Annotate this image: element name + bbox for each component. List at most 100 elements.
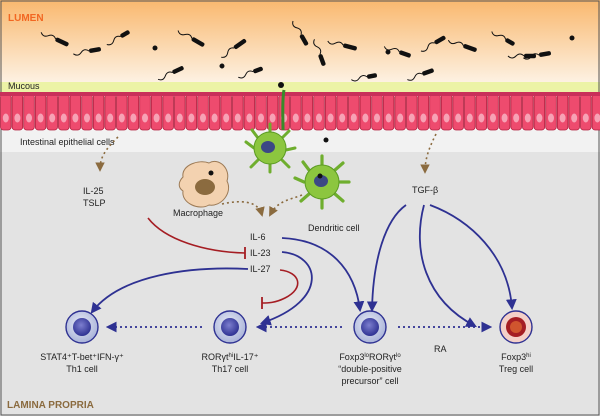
il25-inhibit-il23: [147, 217, 246, 254]
macrophage-to-il6-arrow: [221, 200, 265, 217]
epithelial-cell: [127, 93, 140, 131]
epithelial-nucleus: [397, 113, 404, 123]
bacteria-group: [40, 20, 575, 82]
epithelial-cell: [81, 93, 93, 131]
epithelial-cell: [232, 93, 244, 131]
epithelial-cell: [475, 93, 488, 131]
epithelial-nucleus: [14, 113, 21, 123]
il6-to-dp-arrow: [281, 237, 365, 313]
th17-name-label: Th17 cell: [212, 364, 249, 374]
epithelial-cell: [0, 93, 12, 131]
il25-label: IL-25: [83, 186, 104, 196]
epithelial-nucleus: [478, 113, 485, 123]
dp-marker-label: Foxp3loRORγtlo: [339, 352, 401, 362]
epithelial-cell: [556, 93, 569, 131]
epithelial-cell: [417, 93, 430, 131]
epithelial-nucleus: [95, 113, 102, 123]
dp-precursor-cell: [353, 310, 387, 344]
epithelial-nucleus: [165, 113, 172, 123]
bacterium: [152, 45, 158, 51]
epithelial-nucleus: [49, 113, 56, 123]
dendritic-cell-sampling: [244, 82, 329, 174]
epithelial-cell: [568, 93, 580, 131]
epithelial-nucleus: [513, 113, 520, 123]
tgfb-to-treg-arrow: [429, 204, 517, 311]
bacterium: [327, 40, 357, 51]
epithelial-cell: [522, 93, 534, 131]
mucous-layer: [0, 82, 600, 94]
bacterium: [491, 31, 515, 46]
mucous-label: Mucous: [8, 81, 40, 91]
bacterium: [569, 35, 575, 41]
epithelial-nucleus: [432, 113, 438, 123]
bacterium: [420, 35, 446, 52]
bacterium: [383, 46, 411, 58]
epithelial-nucleus: [524, 113, 531, 123]
epithelial-nucleus: [211, 113, 218, 123]
dendritic-cell-label: Dendritic cell: [308, 223, 360, 233]
epithelial-nucleus: [594, 113, 600, 123]
epithelial-cell: [290, 93, 302, 131]
epithelial-nucleus: [258, 113, 264, 123]
bacterium: [40, 32, 69, 47]
bacterium: [313, 39, 326, 66]
epithelial-cell: [429, 93, 441, 131]
epithelial-cell: [440, 93, 453, 131]
epithelial-cell: [255, 93, 267, 131]
epithelial-layer: [0, 92, 600, 131]
epithelial-nucleus: [72, 113, 79, 123]
bacterium: [219, 63, 225, 69]
il23-label: IL-23: [250, 248, 271, 258]
il27-label: IL-27: [250, 264, 271, 274]
bacterium: [385, 49, 391, 55]
epithelial-nucleus: [420, 113, 427, 123]
epithelial-nucleus: [118, 113, 125, 123]
epithelial-nucleus: [176, 113, 183, 123]
epithelial-cell: [301, 93, 314, 131]
il6-label: IL-6: [250, 232, 266, 242]
epithelial-nucleus: [84, 113, 90, 123]
lamina-propria-region: [0, 150, 600, 416]
epithelial-nucleus: [2, 113, 9, 123]
epithelial-cell: [498, 93, 511, 131]
epithelial-cell: [23, 93, 35, 131]
treg-marker-label: Foxp3hi: [501, 352, 531, 362]
epithelial-nucleus: [374, 113, 380, 123]
th17-cell: [213, 310, 247, 344]
epithelial-nucleus: [223, 113, 230, 123]
epithelial-nucleus: [246, 113, 253, 123]
tgfb-to-dp-arrow: [366, 204, 407, 313]
epithelial-nucleus: [571, 113, 578, 123]
bacterium: [238, 66, 263, 79]
bacterium: [221, 38, 247, 58]
epithelial-nucleus: [37, 113, 44, 123]
epithelium-label: Intestinal epithelial cells: [20, 137, 115, 147]
il27-to-th1-arrow: [90, 267, 249, 314]
epithelial-nucleus: [292, 113, 299, 123]
epithelial-nucleus: [153, 113, 160, 123]
tgfb-label: TGF-β: [412, 185, 438, 195]
epithelial-cell: [197, 93, 209, 131]
il27-inhibit-th17: [261, 269, 299, 304]
bacterium: [523, 51, 551, 60]
epithelial-nucleus: [362, 113, 369, 123]
tslp-label: TSLP: [83, 198, 106, 208]
epithelial-cell: [162, 93, 174, 131]
epithelial-cell: [348, 93, 360, 131]
epithelial-nucleus: [269, 113, 276, 123]
epithelial-cell: [580, 93, 592, 131]
treg-name-label: Treg cell: [499, 364, 533, 374]
dp-name-line2: precursor” cell: [341, 376, 398, 386]
epithelial-nucleus: [316, 113, 322, 123]
lamina-label: LAMINA PROPRIA: [7, 400, 94, 411]
epithelial-cell: [464, 93, 476, 131]
epithelial-nucleus: [60, 113, 67, 123]
bacterium: [351, 73, 377, 82]
epithelial-cell: [34, 93, 47, 131]
epithelial-cell: [243, 93, 256, 131]
epithelial-cell: [69, 93, 82, 131]
epithelial-cell: [220, 93, 232, 131]
ra-label: RA: [434, 344, 447, 354]
